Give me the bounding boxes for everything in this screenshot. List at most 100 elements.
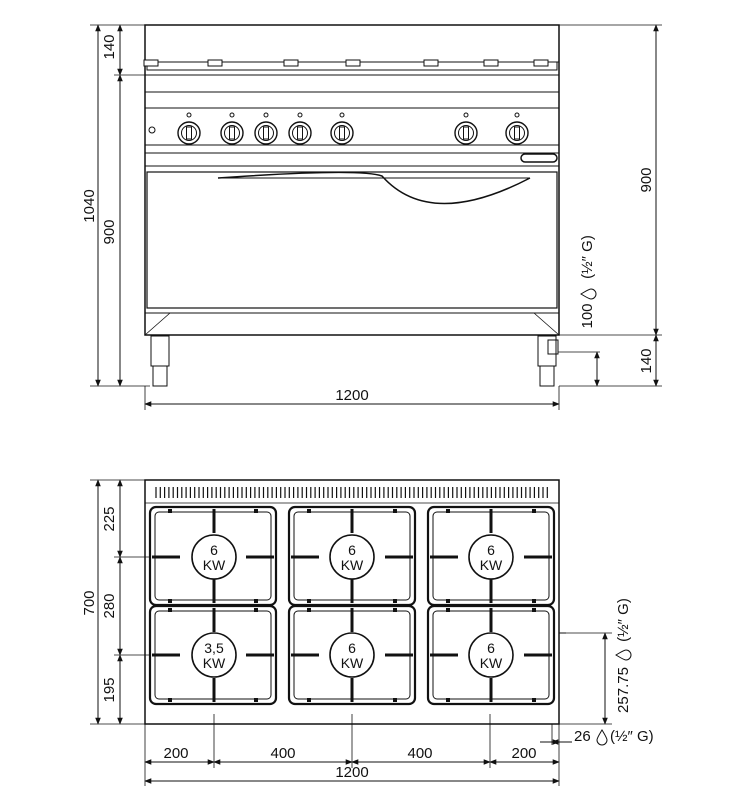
burner-ring-icon: [191, 632, 237, 678]
dim-seg-1: 200: [163, 745, 188, 762]
knob-inner: [334, 125, 350, 141]
burner-ring-icon: [329, 534, 375, 580]
burner-grates: [148, 505, 566, 706]
knob-icon: [288, 121, 312, 145]
knob-icon: [220, 121, 244, 145]
dim-right-height: 900: [638, 167, 655, 192]
burner-unit: KW: [203, 655, 226, 671]
burner-unit: KW: [341, 557, 364, 573]
knob-grip: [186, 126, 192, 140]
dim-gas-height: 100: [579, 303, 596, 328]
knob-inner: [509, 125, 525, 141]
burner-ring-icon: [468, 632, 514, 678]
grate-tab: [532, 599, 536, 603]
grate-tab: [532, 509, 536, 513]
grate-support: [207, 59, 223, 67]
knob-icon: [330, 121, 354, 145]
grate-tab: [446, 599, 450, 603]
oven-badge: [520, 153, 558, 163]
grate-frame: [287, 604, 417, 706]
grate-tab: [307, 599, 311, 603]
grate-tab: [446, 509, 450, 513]
knob-indicator-icon: [263, 112, 269, 118]
gas-inlet-front: [547, 339, 559, 355]
burner-ring-icon: [191, 534, 237, 580]
knob-grip: [463, 126, 469, 140]
burner-power: 3,5: [204, 640, 224, 656]
gas-connection-front: (½″ G): [579, 235, 596, 279]
control-knobs: [177, 112, 529, 145]
dim-overall-height: 1040: [81, 189, 98, 222]
gas-drop-icon: [596, 729, 608, 746]
dim-middle-row: 280: [101, 593, 118, 618]
dim-seg-2: 400: [270, 745, 295, 762]
gas-drop-icon: [615, 649, 632, 661]
grate-tab: [254, 599, 258, 603]
oven-door: [146, 171, 558, 309]
dim-front-row: 225: [101, 506, 118, 531]
grate-support: [283, 59, 299, 67]
grate-tab: [168, 608, 172, 612]
grate-tab: [393, 608, 397, 612]
knob-grip: [339, 126, 345, 140]
knob-icon: [177, 121, 201, 145]
front-grate-tops: [143, 59, 549, 67]
grate-tab: [446, 698, 450, 702]
knob-inner: [181, 125, 197, 141]
dim-top-band-height: 140: [101, 34, 118, 59]
front-view: 1040 140 900 900 140 100 (½″ G) 1200: [81, 24, 662, 410]
leg-left-foot: [152, 365, 168, 387]
top-view: 6 KW 6 KW 6 KW 3,5 KW 6 KW 6 KW 700 225 …: [81, 479, 654, 786]
grate-tab: [168, 599, 172, 603]
dim-body-height: 900: [101, 219, 118, 244]
knob-icon: [254, 121, 278, 145]
knob-indicator-icon: [297, 112, 303, 118]
grate-tab: [254, 509, 258, 513]
burner-unit: KW: [341, 655, 364, 671]
dim-gas-offset: 257.75: [615, 667, 632, 713]
plinth: [144, 312, 560, 336]
dim-seg-3: 400: [407, 745, 432, 762]
dim-top-width: 1200: [335, 764, 368, 781]
dim-seg-4: 200: [511, 745, 536, 762]
grate-tab: [532, 608, 536, 612]
knob-inner: [258, 125, 274, 141]
grate-tab: [532, 698, 536, 702]
dim-front-width: 1200: [335, 387, 368, 404]
grate-tab: [168, 698, 172, 702]
burner-labels: 6 KW 6 KW 6 KW 3,5 KW 6 KW 6 KW: [203, 542, 503, 671]
gas-connection-side: (½″ G): [610, 728, 654, 745]
grate-tab: [393, 698, 397, 702]
grate-tab: [393, 599, 397, 603]
burner-unit: KW: [480, 655, 503, 671]
dim-rear-row: 195: [101, 677, 118, 702]
knob-inner: [224, 125, 240, 141]
knob-grip: [297, 126, 303, 140]
burner-power: 6: [487, 640, 495, 656]
gas-connection-top: (½″ G): [615, 598, 632, 642]
burner-unit: KW: [480, 557, 503, 573]
burner-ring-icon: [468, 534, 514, 580]
burner-power: 6: [348, 640, 356, 656]
grate-tab: [446, 608, 450, 612]
grate-tab: [307, 608, 311, 612]
grate-support: [423, 59, 439, 67]
grate-frame: [426, 604, 556, 706]
knob-indicator-icon: [229, 112, 235, 118]
knob-grip: [263, 126, 269, 140]
range-body-outline: [144, 24, 560, 336]
dim-gas-side-offset: 26: [574, 728, 591, 745]
grate-tab: [168, 509, 172, 513]
grate-support: [533, 59, 549, 67]
dim-depth: 700: [81, 590, 98, 615]
knob-icon: [454, 121, 478, 145]
leg-left: [150, 335, 170, 367]
burner-power: 6: [348, 542, 356, 558]
knob-indicator-icon: [339, 112, 345, 118]
knob-grip: [514, 126, 520, 140]
grate-support: [345, 59, 361, 67]
indicator-light-icon: [148, 126, 156, 134]
grate-tab: [393, 509, 397, 513]
knob-grip: [229, 126, 235, 140]
